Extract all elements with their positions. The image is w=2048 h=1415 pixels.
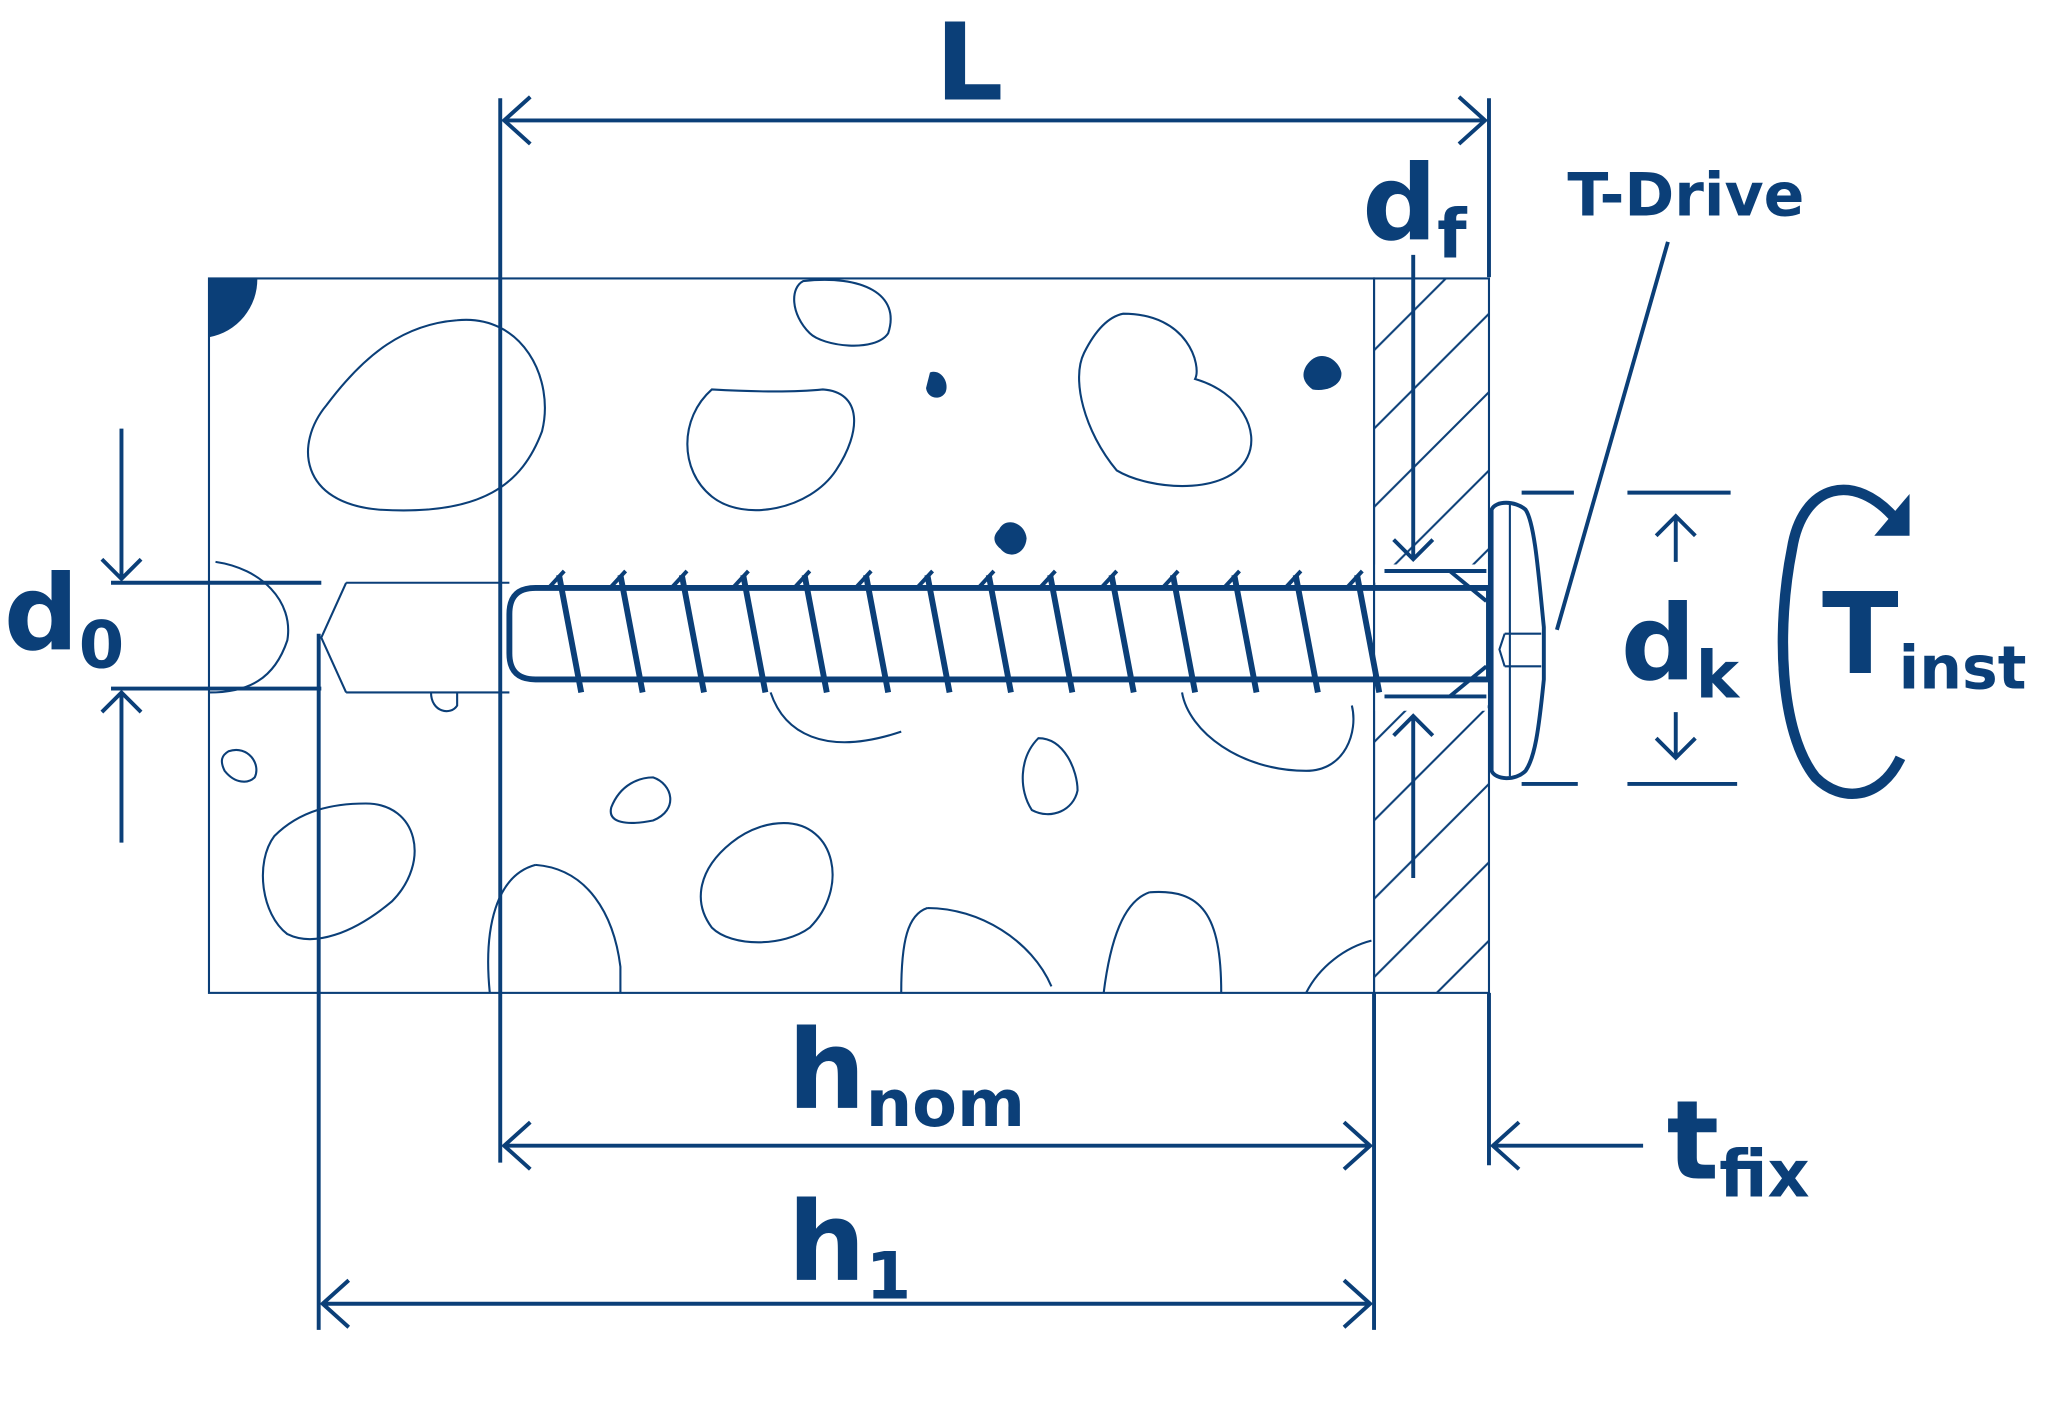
label-tinst: Tinst xyxy=(1822,570,2026,704)
label-tfix: tfix xyxy=(1667,1076,1810,1212)
h1-dimension-line xyxy=(319,1278,1374,1329)
label-hnom: hnom xyxy=(788,1006,1025,1142)
t-drive-leader-line xyxy=(1555,241,1670,631)
extension-lines xyxy=(111,98,1738,1330)
label-L: L xyxy=(935,1,1003,125)
label-d0: d0 xyxy=(4,552,124,683)
label-h1: h1 xyxy=(788,1178,912,1314)
df-arrows xyxy=(1392,254,1435,878)
screw-threads xyxy=(547,569,1383,694)
concrete-base-material xyxy=(207,277,1376,994)
label-dk: dk xyxy=(1621,582,1741,713)
aggregate-stones xyxy=(208,278,1372,994)
tfix-arrow xyxy=(1489,1120,1644,1171)
L-dimension-line xyxy=(501,95,1488,146)
hnom-dimension-line xyxy=(501,1120,1374,1171)
concrete-screw xyxy=(506,500,1546,781)
label-t-drive: T-Drive xyxy=(1567,161,1804,231)
dk-arrows xyxy=(1654,513,1697,761)
label-df: df xyxy=(1362,142,1468,274)
d0-arrows xyxy=(100,428,143,843)
dimension-lines xyxy=(100,95,1697,1329)
fixture-plate xyxy=(1372,277,1491,994)
drill-hole xyxy=(320,581,510,694)
torque-rotation-arrow-icon xyxy=(1777,484,1910,800)
aggregate-dots xyxy=(926,355,1342,555)
